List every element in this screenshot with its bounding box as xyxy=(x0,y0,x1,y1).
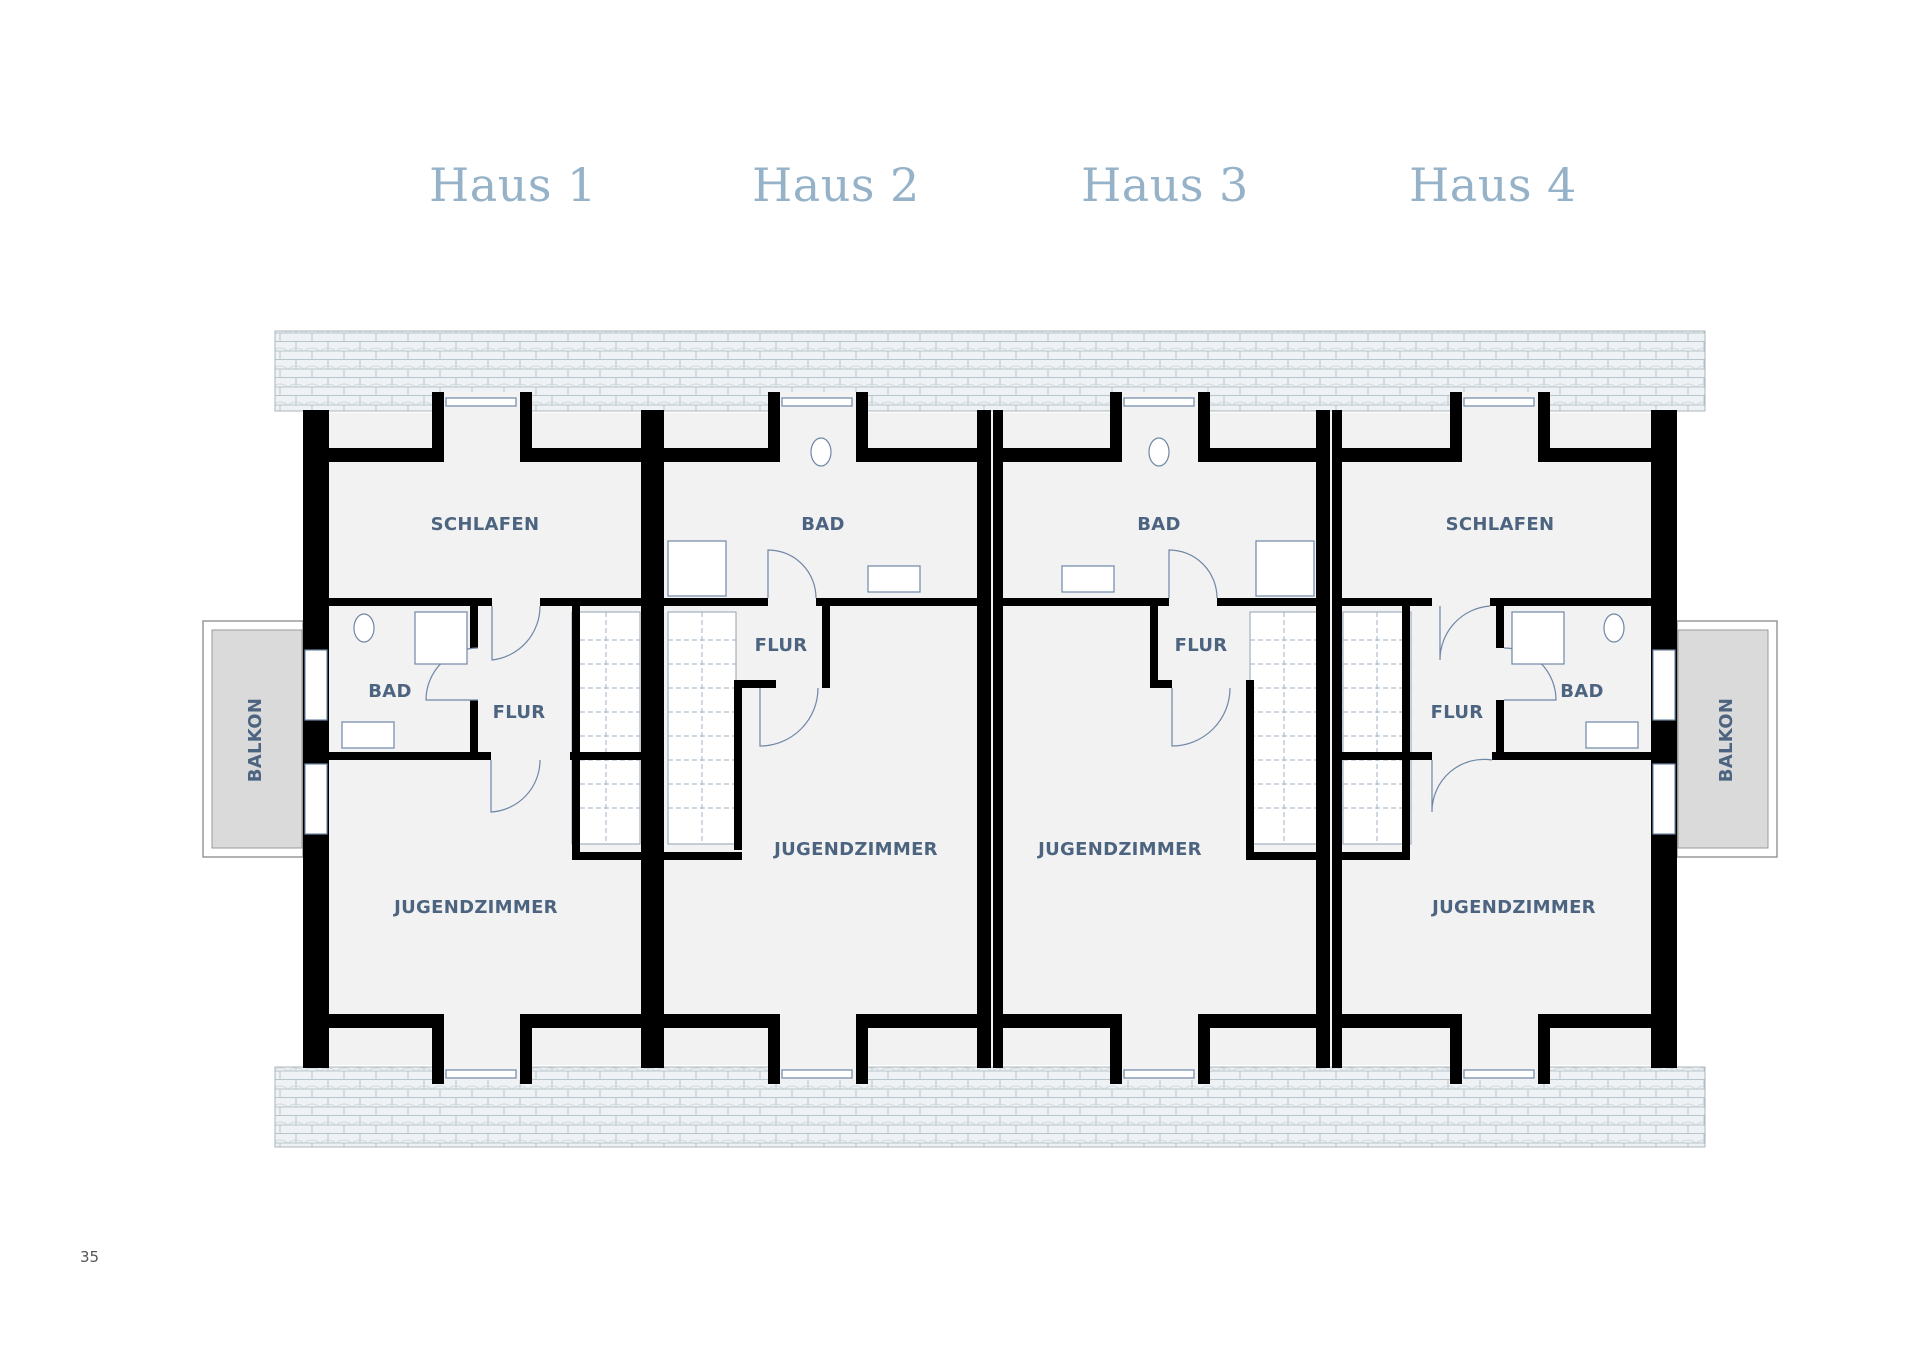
roof-bottom xyxy=(274,1066,1706,1148)
house-4-title: Haus 4 xyxy=(1409,158,1577,212)
room-label-bad-haus-4: BAD xyxy=(1560,681,1604,702)
room-label-jugendzimmer-haus-1: JUGENDZIMMER xyxy=(392,897,558,918)
room-label-balkon-right: BALKON xyxy=(1716,698,1737,782)
house-1-title: Haus 1 xyxy=(429,158,597,212)
balcony-left xyxy=(202,620,304,858)
room-label-schlafen-haus-4: SCHLAFEN xyxy=(1446,514,1555,535)
room-label-balkon-left: BALKON xyxy=(245,698,266,782)
room-label-schlafen-haus-1: SCHLAFEN xyxy=(431,514,540,535)
room-label-jugendzimmer-haus-3: JUGENDZIMMER xyxy=(1036,839,1202,860)
room-label-bad-haus-3: BAD xyxy=(1137,514,1181,535)
page-number: 35 xyxy=(80,1248,100,1266)
room-label-flur-haus-1: FLUR xyxy=(493,702,546,723)
room-label-bad-haus-1: BAD xyxy=(368,681,412,702)
walls xyxy=(303,392,1677,1084)
room-label-flur-haus-4: FLUR xyxy=(1431,702,1484,723)
room-label-bad-haus-2: BAD xyxy=(801,514,845,535)
sanitary-fixtures xyxy=(341,437,1639,749)
room-label-jugendzimmer-haus-2: JUGENDZIMMER xyxy=(772,839,938,860)
house-3-title: Haus 3 xyxy=(1081,158,1249,212)
balcony-right xyxy=(1676,620,1778,858)
room-label-jugendzimmer-haus-4: JUGENDZIMMER xyxy=(1430,897,1596,918)
doors xyxy=(425,549,1557,813)
room-label-flur-haus-2: FLUR xyxy=(755,635,808,656)
windows xyxy=(304,397,1676,1079)
room-label-flur-haus-3: FLUR xyxy=(1175,635,1228,656)
house-2-title: Haus 2 xyxy=(752,158,920,212)
